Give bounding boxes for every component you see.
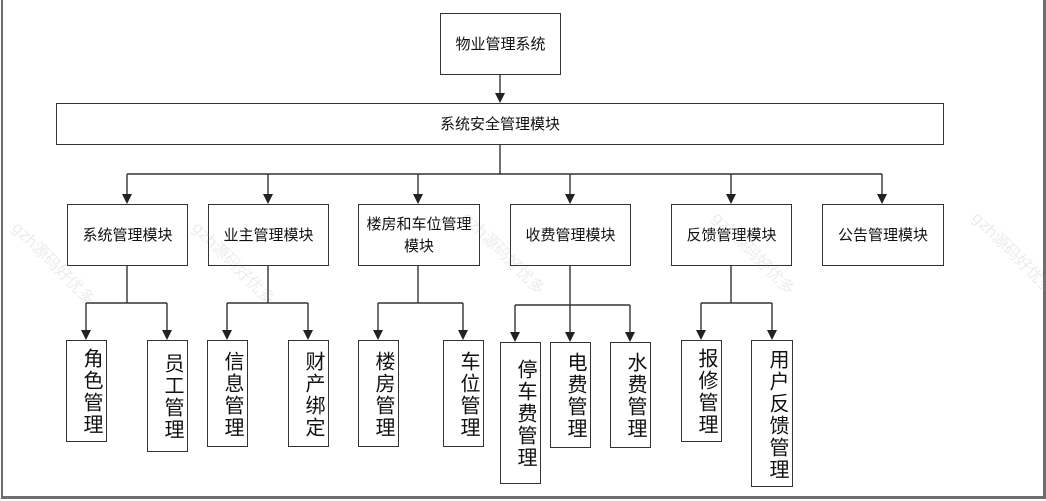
leaf-role-management: 角色管理: [66, 340, 107, 442]
module-label: 公告管理模块: [837, 226, 928, 244]
arrow-head-icon: [222, 330, 232, 340]
leaf-repair-management: 报修管理: [681, 340, 722, 442]
arrow-head-icon: [877, 194, 887, 204]
module-owner: 业主管理模块: [208, 204, 329, 266]
root-node: 物业管理系统: [440, 13, 561, 75]
root-node-label: 物业管理系统: [455, 35, 546, 53]
leaf-staff-management: 员工管理: [147, 340, 188, 452]
module-label: 收费管理模块: [525, 226, 616, 244]
security-module-bar: 系统安全管理模块: [56, 103, 944, 145]
module-label: 反馈管理模块: [686, 226, 777, 244]
leaf-property-binding: 财产绑定: [288, 340, 329, 447]
arrow-head-icon: [510, 332, 520, 342]
arrow-head-icon: [565, 194, 575, 204]
leaf-parking-fee-management: 停车费管理: [500, 342, 541, 484]
leaf-label: 员工管理: [161, 353, 185, 441]
leaf-electricity-fee-management: 电费管理: [550, 342, 591, 448]
module-building-parking: 楼房和车位管理模块: [358, 204, 480, 266]
module-announcement: 公告管理模块: [822, 204, 944, 266]
arrow-head-icon: [303, 330, 313, 340]
arrow-head-icon: [767, 330, 777, 340]
arrow-head-icon: [495, 93, 505, 103]
module-label: 业主管理模块: [223, 226, 314, 244]
leaf-label: 电费管理: [564, 352, 588, 440]
leaf-building-management: 楼房管理: [358, 340, 399, 447]
module-system: 系统管理模块: [67, 204, 188, 266]
leaf-label: 水费管理: [624, 352, 648, 440]
arrow-head-icon: [413, 194, 423, 204]
leaf-water-fee-management: 水费管理: [610, 342, 651, 448]
leaf-user-feedback-management: 用户反馈管理: [751, 340, 793, 487]
arrow-head-icon: [458, 330, 468, 340]
arrow-head-icon: [162, 330, 172, 340]
module-feedback: 反馈管理模块: [671, 204, 792, 266]
leaf-label: 财产绑定: [302, 350, 326, 439]
leaf-label: 楼房管理: [372, 350, 396, 439]
arrow-head-icon: [81, 330, 91, 340]
arrow-head-icon: [565, 332, 575, 342]
leaf-label: 角色管理: [80, 348, 104, 436]
arrow-head-icon: [625, 332, 635, 342]
module-billing: 收费管理模块: [510, 204, 631, 266]
arrow-head-icon: [696, 330, 706, 340]
security-module-label: 系统安全管理模块: [439, 115, 560, 133]
module-label: 系统管理模块: [82, 226, 173, 244]
leaf-label: 信息管理: [221, 350, 245, 439]
leaf-label: 报修管理: [695, 348, 719, 436]
arrow-head-icon: [373, 330, 383, 340]
module-label: 楼房和车位管理模块: [366, 215, 472, 255]
arrow-head-icon: [263, 194, 273, 204]
arrow-head-icon: [122, 194, 132, 204]
leaf-label: 停车费管理: [514, 359, 538, 469]
leaf-label: 车位管理: [457, 350, 481, 439]
leaf-label: 用户反馈管理: [766, 348, 790, 481]
leaf-parking-space-management: 车位管理: [443, 340, 484, 447]
leaf-info-management: 信息管理: [207, 340, 248, 447]
arrow-head-icon: [726, 194, 736, 204]
